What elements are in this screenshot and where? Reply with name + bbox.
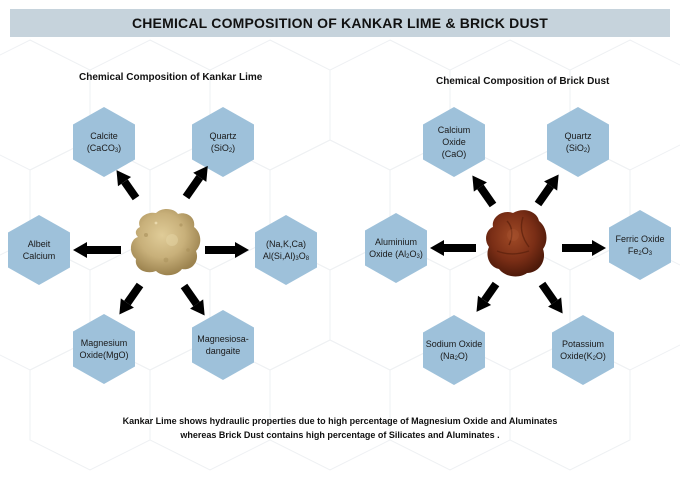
hexagon-calcium-oxide-line2: (CaO) [441,149,467,160]
hexagon-quartz-line1: Quartz [209,130,237,141]
hexagon-magnesium-line2: Oxide(MgO) [79,350,129,360]
hexagon-potassium-tail: O) [595,351,606,361]
subscript: 2 [583,148,588,154]
kankar-lime-powder-image [130,208,201,276]
hexagon-albeit-line2: Calcium [22,251,56,261]
hexagon-sodium-tail: O) [457,351,468,361]
hexagon-quartz-brick-tail: ) [587,143,591,153]
page-title: CHEMICAL COMPOSITION OF KANKAR LIME & BR… [10,9,670,37]
subscript: 2 [592,356,596,362]
hexagon-magnesiosadangaite-line2: dangaite [205,346,241,356]
brick-dust-subtitle: Chemical Composition of Brick Dust [436,76,610,87]
hexagon-potassium-line1: Potassium [561,338,605,349]
hexagon-calcium-oxide: Calcium Oxide (CaO) [423,107,485,177]
subscript: 2 [228,148,233,154]
hexagon-ferric-tail: O [641,246,649,256]
hexagon-quartz-line2: (SiO [210,143,229,153]
footer-note: Kankar Lime shows hydraulic properties d… [0,415,680,443]
subscript: 2 [454,356,458,362]
hexagon-calcite-tail: ) [118,143,122,153]
footer-line-2: whereas Brick Dust contains high percent… [180,429,500,440]
hexagon-ferric-line2: Fe [627,246,639,256]
subscript: 3 [416,254,420,260]
kankar-lime-subtitle: Chemical Composition of Kankar Lime [79,72,263,83]
subscript: 3 [648,251,653,257]
hexagon-magnesium-line1: Magnesium [80,337,128,348]
hexagon-aluminium-tail: O [409,249,417,259]
subscript: 3 [295,256,299,262]
hexagon-feldspar-line2: Al(Si,Al) [262,251,296,261]
brick-dust-powder-image [486,210,547,277]
subscript: 2 [406,254,410,260]
hexagon-calcite-line2: (CaCO [86,143,115,153]
footer-line-1: Kankar Lime shows hydraulic properties d… [122,416,558,426]
hexagon-quartz-tail: ) [232,143,236,153]
hexagon-calcite-line1: Calcite [90,130,118,141]
hexagon-calcium-oxide-line1: Calcium Oxide [437,124,471,147]
hexagon-magnesiosadangaite-line1: Magnesiosa- [197,333,249,344]
hexagon-aluminium-tail2: ) [419,249,423,259]
subscript: 8 [305,256,310,262]
hexagon-sodium-line1: Sodium Oxide [425,338,483,349]
hexagon-aluminium-line1: Aluminium [374,236,417,247]
hexagon-sodium-line2: (Na [440,351,455,361]
hexagon-feldspar-line1: (Na,K,Ca) [265,238,306,249]
hexagon-quartz-brick-line2: (SiO [565,143,584,153]
hexagon-albeit-line1: Albeit [27,238,51,249]
hexagon-feldspar-tail: O [298,251,306,261]
hexagon-potassium-line2: Oxide(K [560,351,593,361]
subscript: 3 [114,148,119,154]
subscript: 2 [638,251,642,257]
hexagon-aluminium-line2: Oxide (Al [369,249,407,259]
hexagon-quartz-brick-line1: Quartz [564,130,592,141]
hexagon-ferric-line1: Ferric Oxide [615,233,665,244]
